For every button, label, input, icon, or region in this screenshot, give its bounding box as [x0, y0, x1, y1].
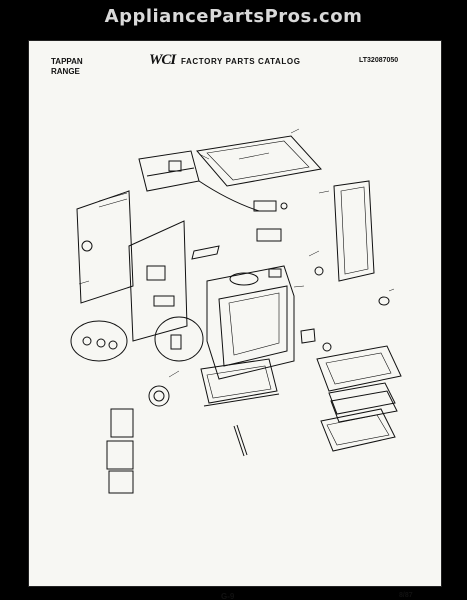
control-knobs	[70, 320, 128, 362]
knob-part	[378, 296, 390, 306]
rod-part	[233, 424, 248, 457]
door-liner	[320, 408, 396, 452]
timer-dial	[148, 385, 170, 407]
page-number: G-9	[221, 592, 235, 600]
hinge-parts	[300, 266, 332, 352]
parts-diagram-sheet: TAPPAN RANGE WCI FACTORY PARTS CATALOG L…	[28, 40, 442, 600]
valve-assembly	[253, 200, 288, 242]
model-number: LT32087050	[359, 57, 399, 64]
product-type-label: RANGE	[51, 67, 80, 76]
rear-panel	[128, 220, 188, 342]
left-side-panel	[76, 190, 134, 304]
broiler-drawer	[200, 358, 280, 407]
oven-door	[316, 345, 402, 392]
leader-lines	[78, 128, 395, 378]
burner-bracket	[138, 150, 200, 192]
terminal-block	[106, 408, 134, 494]
catalog-date: 8/87	[399, 592, 413, 599]
bracket-small	[191, 245, 220, 260]
cooktop-panel	[196, 135, 322, 187]
door-glass	[328, 382, 398, 423]
exploded-view-drawing	[70, 128, 402, 494]
oven-cavity	[206, 265, 295, 380]
right-side-panel	[333, 180, 375, 282]
igniter-detail	[154, 316, 204, 362]
brand-label: TAPPAN	[51, 57, 83, 66]
catalog-title: FACTORY PARTS CATALOG	[181, 57, 301, 66]
watermark-text: AppliancePartsPros.com	[104, 6, 363, 27]
wci-logo: WCI	[149, 52, 176, 68]
